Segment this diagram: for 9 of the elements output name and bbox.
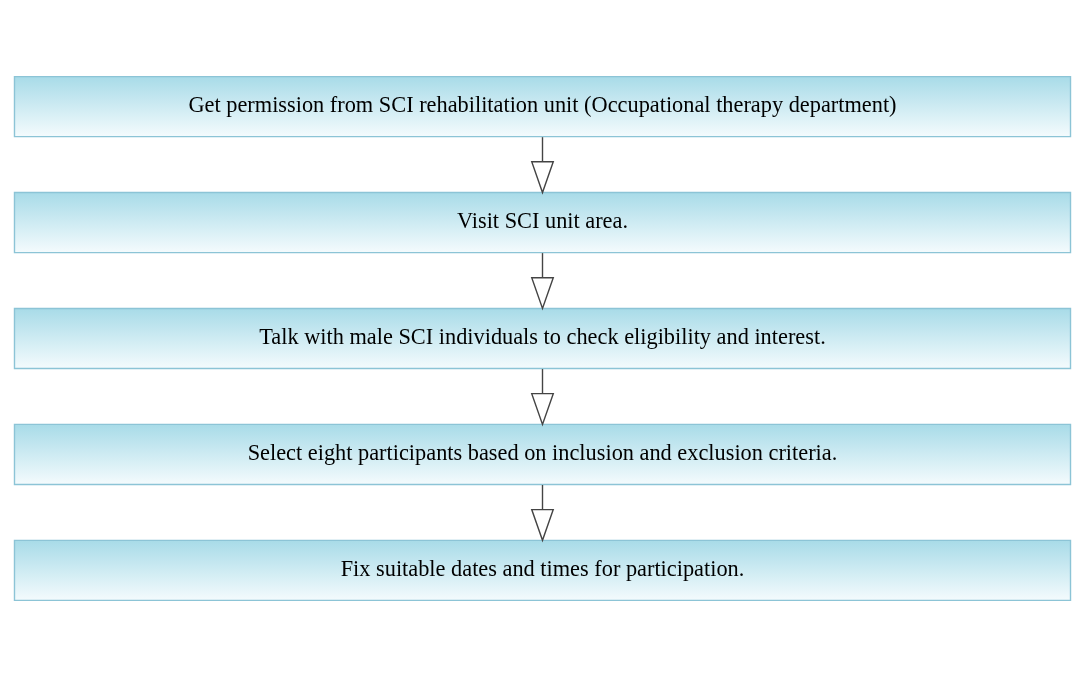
- arrow: [530, 252, 555, 311]
- node-box: Get permission from SCI rehabilitation unit (Occupational therapy department): [13, 75, 1072, 138]
- node-box: Fix suitable dates and times for participation.: [13, 539, 1072, 602]
- arrow: [530, 484, 555, 543]
- node-box: Visit SCI unit area.: [13, 191, 1072, 254]
- node-box: Talk with male SCI individuals to check eligibility and interest.: [13, 307, 1072, 370]
- node-box: Select eight participants based on inclusion and exclusion criteria.: [13, 423, 1072, 486]
- arrow: [530, 136, 555, 195]
- arrow: [530, 368, 555, 427]
